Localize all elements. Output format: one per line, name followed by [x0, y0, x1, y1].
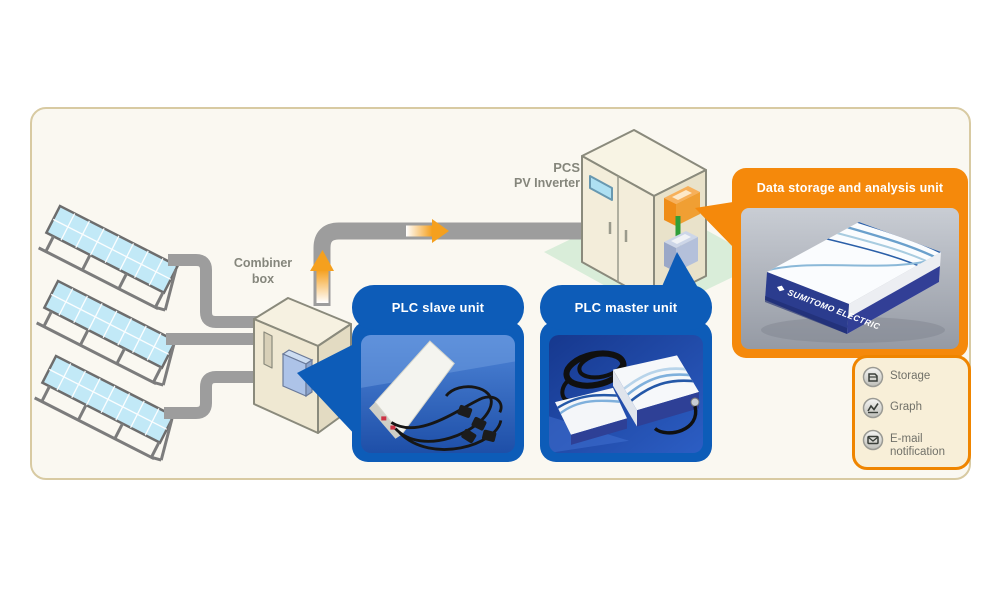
pcs-cabinet	[581, 129, 707, 303]
feature-storage-label: Storage	[890, 370, 931, 382]
storage-icon	[862, 366, 884, 388]
plc-master-photo	[549, 335, 703, 453]
data-storage-title: Data storage and analysis unit	[756, 181, 944, 195]
data-storage-callout: Data storage and analysis unit	[732, 168, 968, 358]
feature-graph-label: Graph	[890, 401, 922, 414]
master-callout-tail	[660, 252, 700, 291]
plc-slave-title: PLC slave unit	[391, 300, 485, 315]
storage-callout-tail	[695, 202, 733, 247]
plc-slave-photo	[361, 335, 515, 453]
feature-graph: Graph	[862, 397, 961, 419]
data-storage-photo: SUMITOMO ELECTRIC	[741, 208, 959, 349]
pcs-label: PCS PV Inverter	[478, 160, 580, 192]
feature-storage: Storage	[862, 366, 961, 388]
plc-master-callout: PLC master unit	[540, 285, 712, 462]
sumitomo-logo-icon	[777, 285, 785, 292]
dc-cables	[164, 254, 262, 419]
pcs-label-line1: PCS	[553, 160, 580, 175]
features-box: Storage Graph E-mail notification	[852, 355, 971, 470]
data-storage-header: Data storage and analysis unit	[732, 168, 968, 208]
plc-slave-header: PLC slave unit	[352, 285, 524, 330]
email-icon	[862, 429, 884, 450]
pcs-label-line2: PV Inverter	[513, 176, 580, 191]
flow-arrow-up-icon	[310, 250, 334, 303]
combiner-box-label: Combiner box	[233, 256, 293, 286]
plc-master-title: PLC master unit	[574, 300, 678, 315]
main-power-line	[313, 222, 588, 306]
pcs-storage-unit	[664, 186, 700, 226]
feature-email: E-mail notification	[862, 429, 961, 459]
plc-slave-callout: PLC slave unit	[352, 285, 524, 462]
plc-master-header: PLC master unit	[540, 285, 712, 330]
graph-icon	[862, 398, 884, 419]
flow-arrow-right-icon	[406, 219, 449, 243]
feature-email-label: E-mail notification	[890, 432, 945, 458]
slave-callout-tail	[297, 342, 358, 438]
